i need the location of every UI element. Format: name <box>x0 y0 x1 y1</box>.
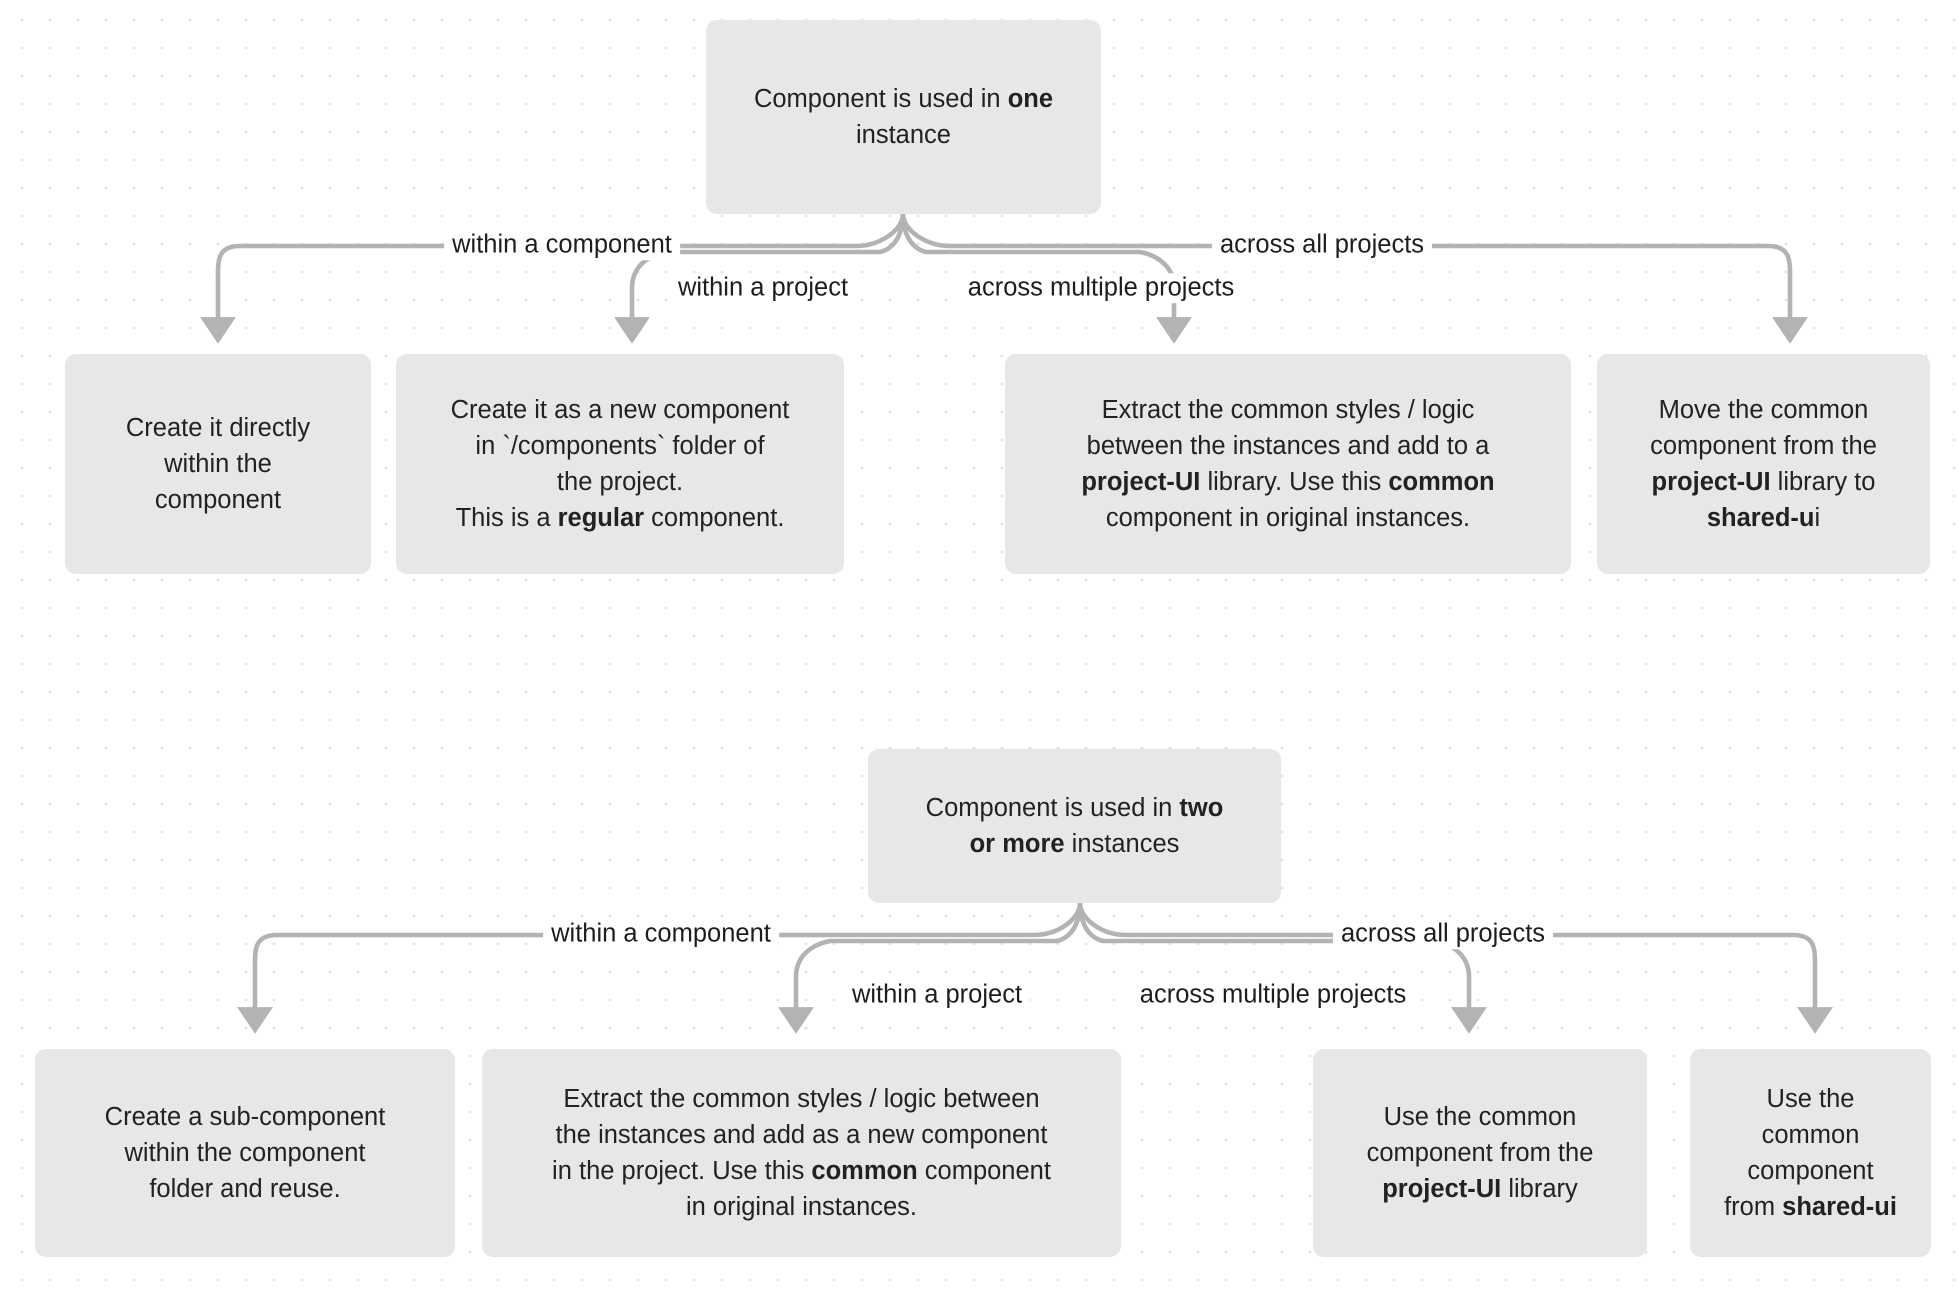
root2-line2-post: instances <box>1064 830 1180 858</box>
edge-label-within-a-project-2: within a project <box>843 980 1031 1010</box>
root2-line2-bold: or more <box>969 830 1065 858</box>
edge-label-across-multiple-projects-1: across multiple projects <box>959 273 1243 303</box>
node-root-two-or-more-text: Component is used in two or more instanc… <box>882 790 1267 862</box>
edge-label-within-a-component-2: within a component <box>543 919 779 949</box>
root2-line1-pre: Component is used in <box>925 793 1180 822</box>
edge-label-across-multiple-projects-2: across multiple projects <box>1131 980 1415 1010</box>
root1-line1-bold: one <box>1007 84 1054 113</box>
edge-label-across-all-projects-2: across all projects <box>1332 919 1554 949</box>
node-root-one-instance[interactable]: Component is used in one instance <box>706 20 1101 214</box>
root1-line2: instance <box>856 121 951 149</box>
node-extract-new-component-in-project-text: Extract the common styles / logic betwee… <box>552 1084 1051 1222</box>
edge-label-within-a-project-1: within a project <box>669 273 857 303</box>
root2-line1-bold: two <box>1179 793 1224 822</box>
node-root-one-instance-text: Component is used in one instance <box>720 81 1087 153</box>
node-extract-new-component-in-project[interactable]: Extract the common styles / logic betwee… <box>482 1049 1121 1257</box>
edge-label-within-a-component-1: within a component <box>444 230 680 260</box>
edge-label-across-all-projects-1: across all projects <box>1211 230 1433 260</box>
node-root-two-or-more-instances[interactable]: Component is used in two or more instanc… <box>868 749 1281 903</box>
root1-line1-pre: Component is used in <box>753 84 1008 113</box>
